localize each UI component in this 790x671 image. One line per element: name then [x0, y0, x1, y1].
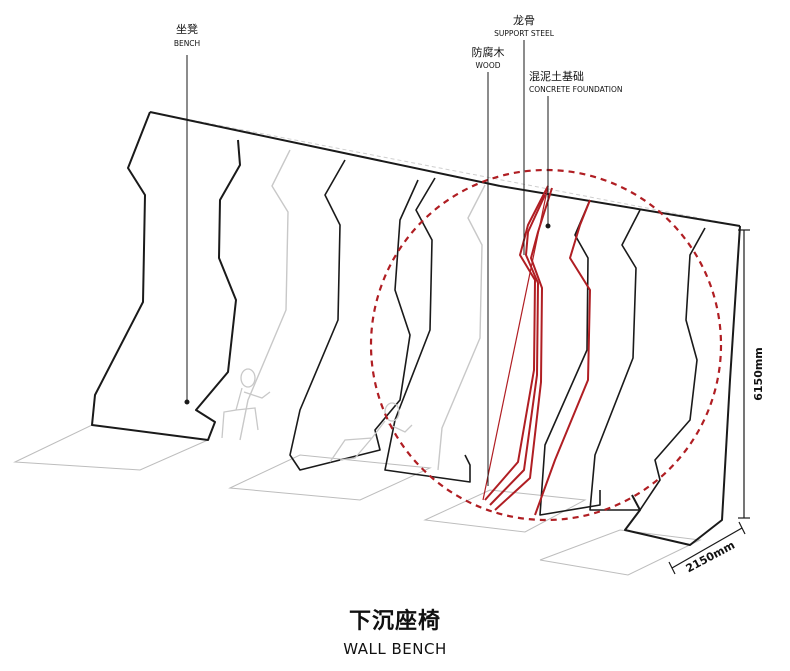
label-concrete-cn: 混泥土基础 — [529, 70, 584, 83]
depth-dimension — [668, 521, 746, 575]
label-support-steel-cn: 龙骨 — [513, 14, 535, 27]
highlight-circle — [369, 168, 723, 522]
label-bench-cn: 坐凳 — [176, 22, 198, 36]
label-bench: 坐凳 BENCH — [174, 22, 200, 48]
leader-lines — [184, 40, 551, 486]
seated-figure-left — [221, 368, 271, 439]
label-wood: 防腐木 WOOD — [472, 45, 505, 70]
label-concrete-en: CONCRETE FOUNDATION — [529, 85, 622, 94]
height-dimension-label: 6150mm — [752, 347, 765, 401]
ghost-profiles — [239, 149, 486, 471]
caption-en: WALL BENCH — [343, 640, 447, 658]
top-guide-line — [149, 111, 741, 227]
caption-cn: 下沉座椅 — [349, 608, 441, 634]
wall-outline — [91, 111, 741, 546]
label-support-steel-en: SUPPORT STEEL — [494, 29, 555, 38]
seated-figure-right — [329, 402, 413, 463]
label-concrete: 混泥土基础 CONCRETE FOUNDATION — [529, 70, 622, 94]
height-dimension — [738, 229, 750, 519]
label-wood-cn: 防腐木 — [472, 45, 505, 59]
label-wood-en: WOOD — [476, 61, 501, 70]
label-support-steel: 龙骨 SUPPORT STEEL — [494, 14, 555, 38]
highlighted-section — [482, 185, 591, 516]
bench-profiles — [289, 159, 706, 516]
label-bench-en: BENCH — [174, 39, 200, 48]
